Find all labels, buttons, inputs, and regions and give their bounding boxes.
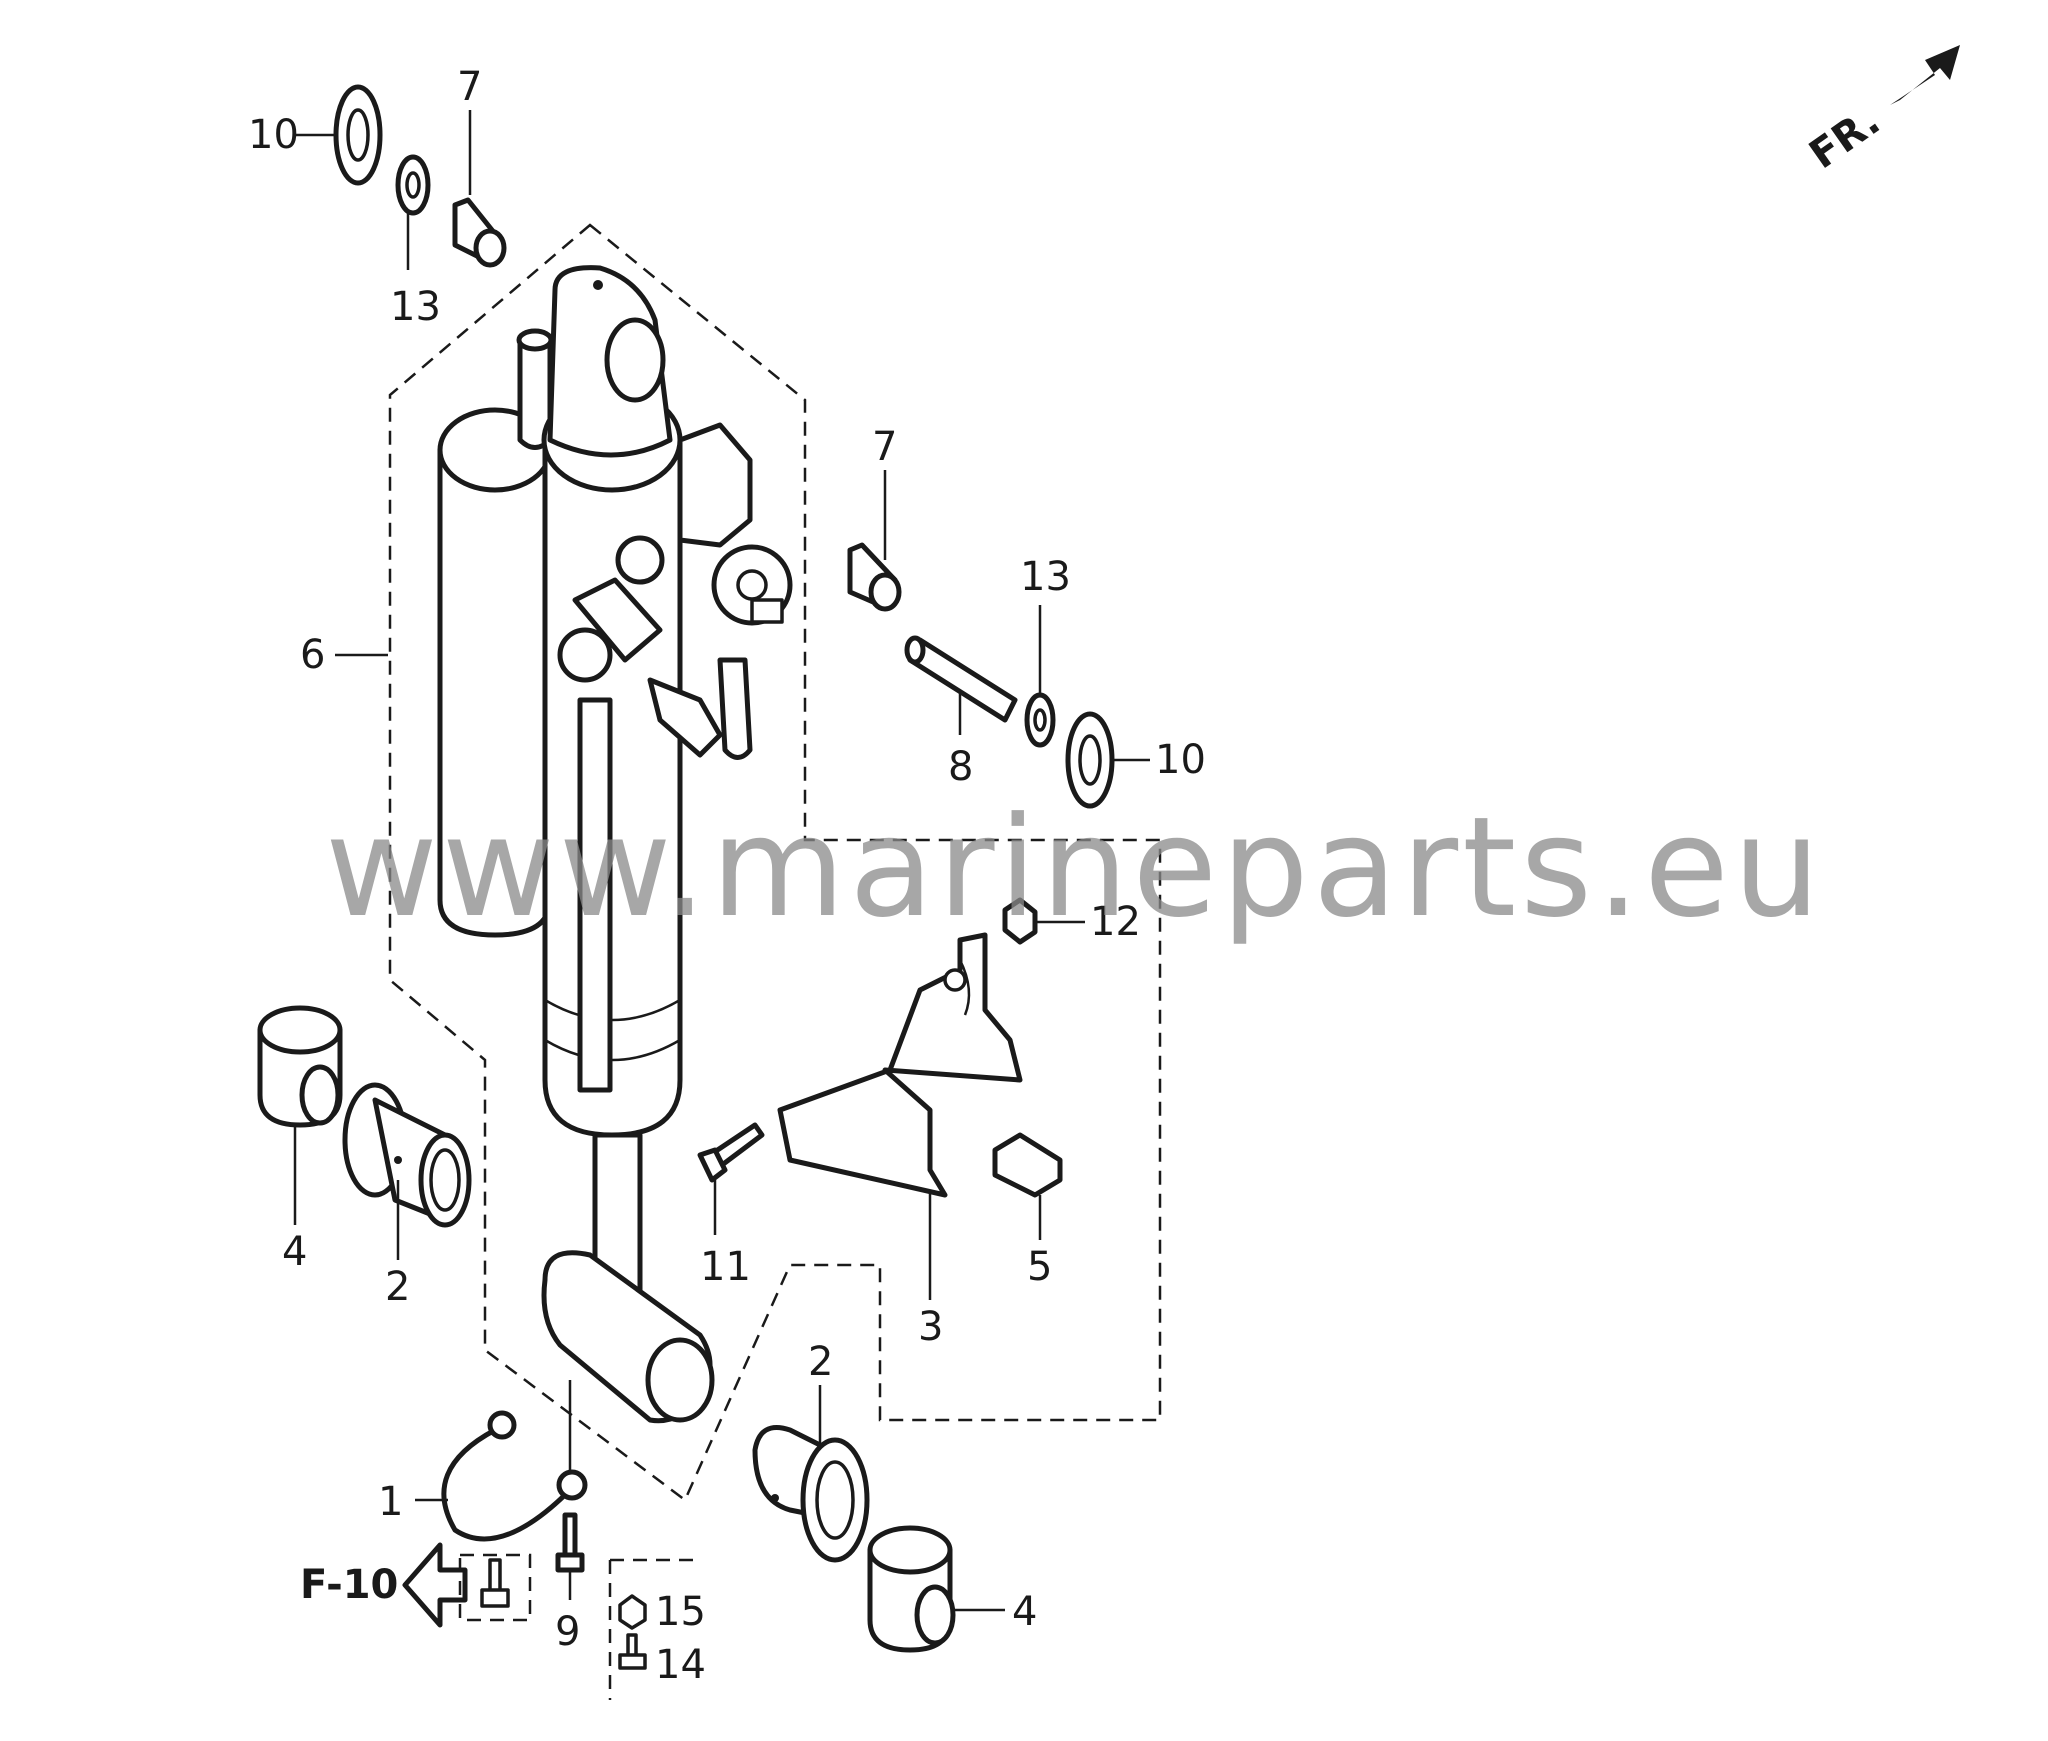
- callout-6: 6: [300, 632, 325, 678]
- callout-3: 3: [918, 1304, 943, 1350]
- part-4-bottom-collar: [867, 1525, 1005, 1653]
- part-11-bolt: [697, 1122, 765, 1235]
- part-5-clip: [992, 1132, 1063, 1240]
- callout-10-top: 10: [248, 112, 299, 158]
- part-3-bracket: [777, 932, 1023, 1300]
- part-9-bolt: [555, 1380, 585, 1600]
- direction-label: FR.: [1801, 98, 1888, 178]
- callout-5: 5: [1027, 1244, 1052, 1290]
- callout-9: 9: [555, 1609, 580, 1655]
- callout-8: 8: [948, 744, 973, 790]
- callout-14: 14: [655, 1642, 706, 1688]
- callout-1: 1: [378, 1479, 403, 1525]
- part-10-top-washer: [295, 84, 383, 186]
- part-2-left-bushing: [342, 1082, 472, 1260]
- part-7-right-bushing: [847, 470, 902, 612]
- valve-port: [615, 535, 665, 585]
- callout-4-left: 4: [282, 1229, 307, 1275]
- front-direction-arrow: [1890, 45, 1960, 105]
- part-1-ground-cable: [415, 1410, 588, 1542]
- lower-eye-hole: [645, 1337, 715, 1423]
- part-13-right-ring: [1024, 605, 1056, 748]
- manual-valve-lever: [647, 677, 723, 758]
- top-eye-hole: [604, 317, 666, 403]
- callout-11: 11: [700, 1244, 751, 1290]
- inset-bolt-icon: [480, 1558, 510, 1608]
- manual-valve-knob: [557, 627, 613, 683]
- legend-bracket: [608, 1558, 700, 1700]
- callout-7-top: 7: [457, 64, 482, 110]
- relief-valve: [572, 577, 663, 663]
- callout-12: 12: [1090, 899, 1141, 945]
- part-4-left-collar: [257, 1005, 343, 1225]
- part-10-right-washer: [1065, 711, 1150, 809]
- reference-arrow: [402, 1542, 468, 1628]
- valve-block: [677, 422, 753, 548]
- part-7-top-bushing: [452, 110, 507, 268]
- part-2-bottom-bushing: [752, 1385, 870, 1563]
- reference-label: F-10: [300, 1562, 398, 1608]
- callout-15: 15: [655, 1589, 706, 1635]
- callout-2-left: 2: [385, 1264, 410, 1310]
- callout-4-bottom: 4: [1012, 1589, 1037, 1635]
- reference-inset-box: [458, 1553, 532, 1622]
- callout-13-right: 13: [1020, 554, 1071, 600]
- part-12-nut: [1002, 897, 1085, 945]
- callout-2-bottom: 2: [808, 1339, 833, 1385]
- bolt-14-icon: [618, 1633, 647, 1670]
- feed-tube: [577, 697, 613, 1093]
- part-8-shaft: [904, 635, 1018, 735]
- callout-13-top: 13: [390, 284, 441, 330]
- tilt-cylinder-assembly: [437, 265, 793, 1424]
- watermark: www.marineparts.eu: [325, 787, 1824, 948]
- nut-15-icon: [618, 1594, 647, 1630]
- callout-10-right: 10: [1155, 737, 1206, 783]
- callout-7-right: 7: [872, 424, 897, 470]
- part-13-top-ring: [395, 154, 431, 270]
